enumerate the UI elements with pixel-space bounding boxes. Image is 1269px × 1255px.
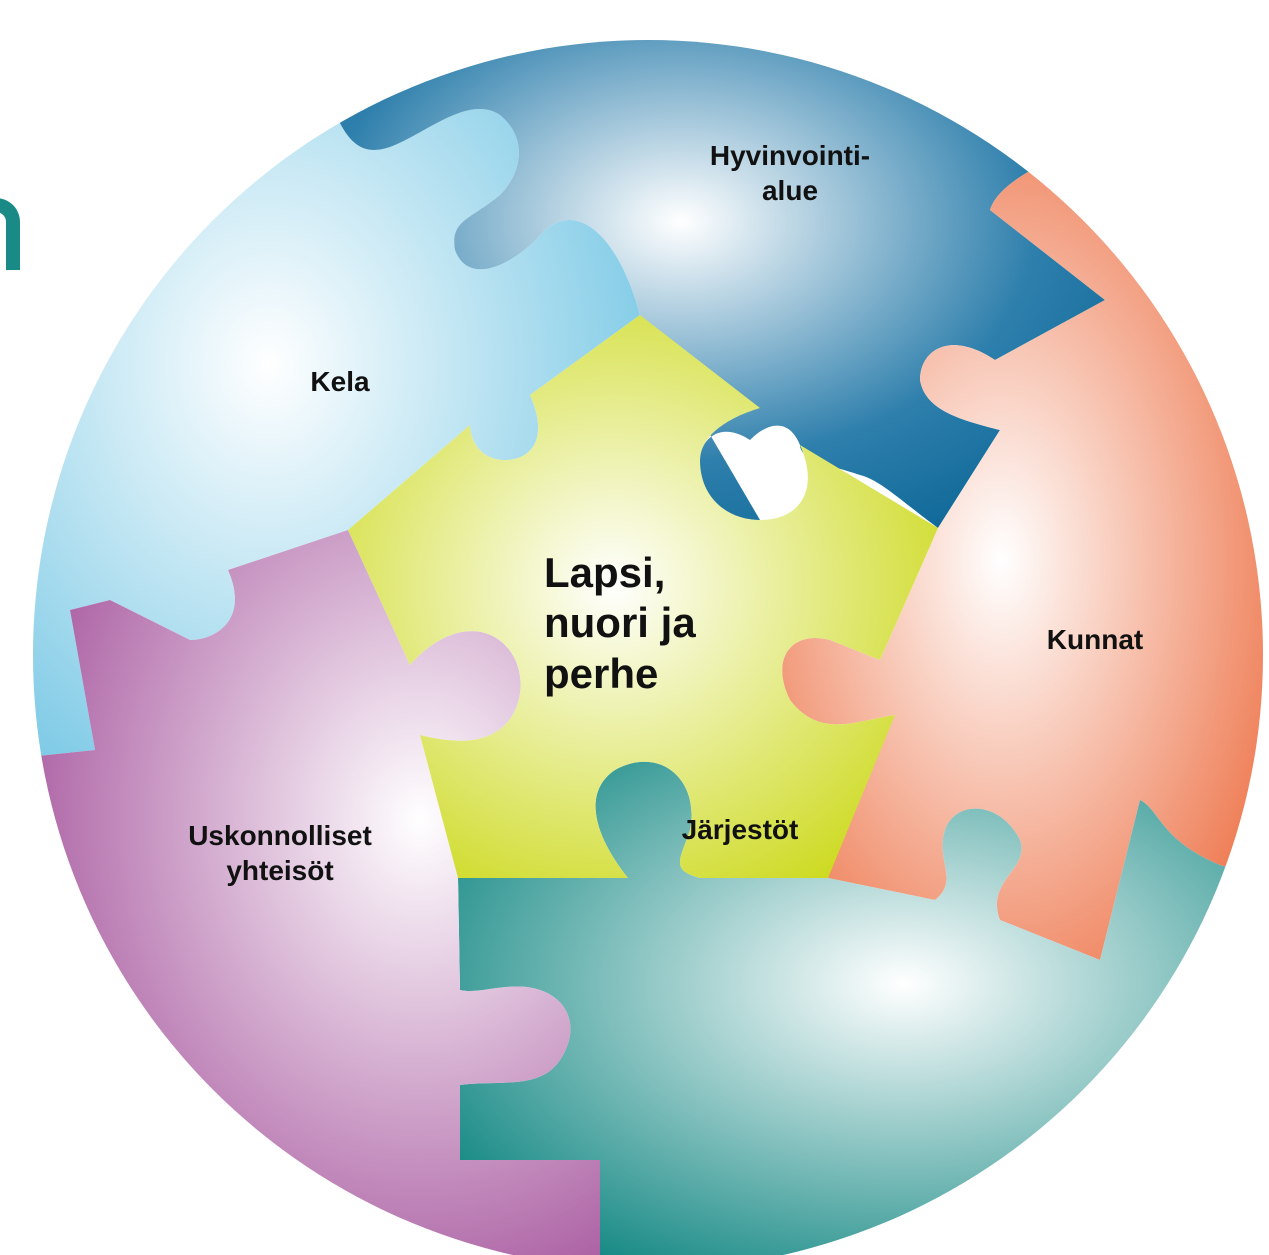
label-kunnat: Kunnat [1046,624,1144,655]
label-jarjestot: Järjestöt [681,814,799,845]
piece-kunnat [782,160,1263,960]
label-hyvinvointialue: Hyvinvointi- alue [709,140,871,206]
label-center: Lapsi, nuori ja perhe [544,549,696,697]
partial-heading-glyph [0,198,20,270]
piece-hyvinvointialue [330,40,1110,528]
label-uskonnolliset: Uskonnolliset yhteisöt [188,820,372,886]
label-kela: Kela [310,366,370,397]
piece-center [348,315,938,878]
